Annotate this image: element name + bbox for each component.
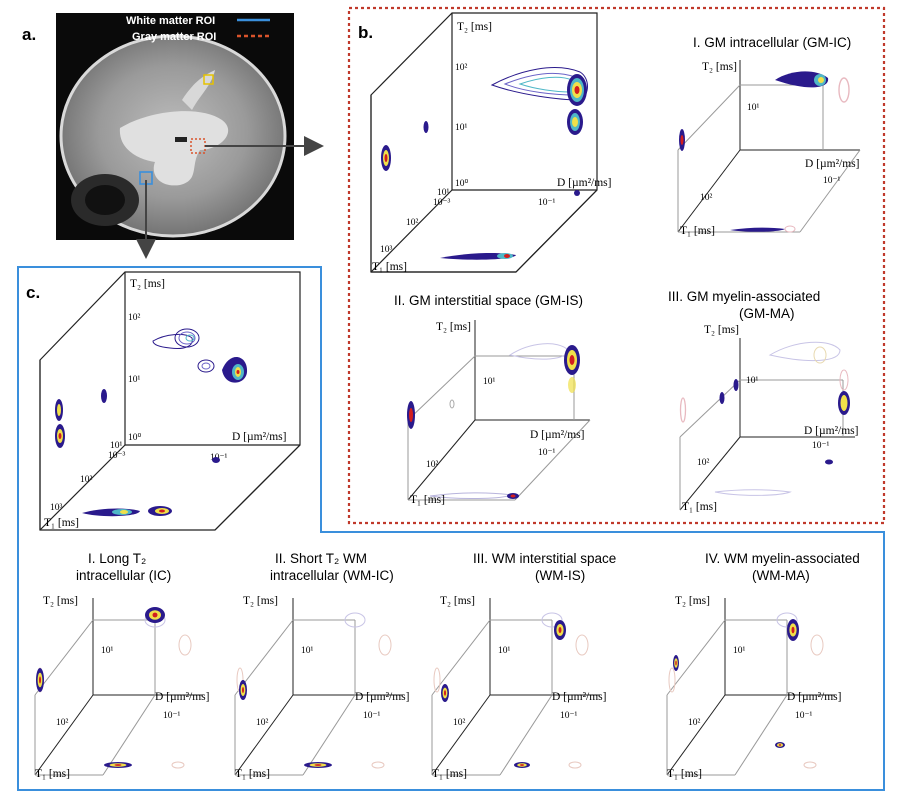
gm-ma-d-label: D [µm²/ms] [804,425,858,437]
wm-ma-tick-t2-1: 10¹ [733,646,746,656]
gm-ma-title-line2: (GM-MA) [739,306,794,321]
wm-wmic-plot [234,598,403,776]
gm-ic-tick-t2-1: 10¹ [747,103,760,113]
wm-is-tick-t2-1: 10¹ [498,646,511,656]
wm-wmic-tick-d-m1: 10⁻¹ [363,711,381,721]
c-main-t2-label: T₂ [ms] [130,278,165,290]
b-main-tick-t1-2: 10² [406,218,419,228]
panel-b-label: b. [358,23,373,42]
wm-is-title-line2: (WM-IS) [535,568,585,583]
c-main-tick-t1-2: 10² [80,475,93,485]
b-main-tick-t1-3: 10³ [380,245,393,255]
c-main-d-label: D [µm²/ms] [232,431,286,443]
gm-ma-tick-t2-1: 10¹ [746,376,759,386]
c-main-contours [55,328,248,517]
wm-ic-t1-label: T₁ [ms] [35,768,70,780]
b-main-tick-t2-2: 10² [455,63,468,73]
wm-ma-t2-label: T₂ [ms] [675,595,710,607]
legend-gray-matter: Gray matter ROI [132,31,216,43]
gm-ma-t1-label: T₁ [ms] [682,501,717,513]
wm-is-plot [431,598,600,776]
wm-wmic-t1-label: T₁ [ms] [235,768,270,780]
c-main-tick-t2-0: 10⁰ [128,432,142,443]
wm-is-t2-label: T₂ [ms] [440,595,475,607]
panel-c-label: c. [26,283,40,302]
gm-ma-t2-label: T₂ [ms] [704,324,739,336]
c-main-t1-label: T₁ [ms] [44,517,79,529]
gm-is-tick-d-m1: 10⁻¹ [538,448,556,458]
b-main-t2-label: T₂ [ms] [457,21,492,33]
gm-ic-t2-label: T₂ [ms] [702,61,737,73]
gm-ma-title-line1: III. GM myelin-associated [668,289,820,304]
wm-ma-tick-t1-2: 10² [688,718,701,728]
b-main-tick-t2-0: 10⁰ [455,178,469,189]
c-main-tick-t1-1: 10¹ [110,441,123,451]
wm-is-tick-d-m1: 10⁻¹ [560,711,578,721]
gm-ic-tick-t1-2: 10² [700,193,713,203]
panel-a-label: a. [22,25,36,44]
wm-ic-tick-t1-2: 10² [56,718,69,728]
wm-is-title-line1: III. WM interstitial space [473,551,616,566]
gm-full-spectrum-cube [370,12,598,273]
legend-white-matter: White matter ROI [126,15,215,27]
gm-is-t1-label: T₁ [ms] [410,494,445,506]
gm-ma-tick-d-m1: 10⁻¹ [812,441,830,451]
mri-image [56,13,294,240]
wm-ma-d-label: D [µm²/ms] [787,691,841,703]
gm-is-d-label: D [µm²/ms] [530,429,584,441]
c-main-tick-t2-1: 10¹ [128,375,141,385]
wm-ic-title-line2: intracellular (IC) [76,568,171,583]
wm-wmic-tick-t1-2: 10² [256,718,269,728]
gm-is-tick-t1-2: 10² [426,460,439,470]
wm-ma-t1-label: T₁ [ms] [667,768,702,780]
wm-ic-t2-label: T₂ [ms] [43,595,78,607]
c-main-tick-d-m3: 10⁻³ [108,451,126,461]
wm-is-d-label: D [µm²/ms] [552,691,606,703]
wm-wmic-t2-label: T₂ [ms] [243,595,278,607]
gm-is-t2-label: T₂ [ms] [436,321,471,333]
wm-is-t1-label: T₁ [ms] [432,768,467,780]
wm-ic-title-line1: I. Long T₂ [88,551,146,566]
yellow-roi-marker [203,74,214,85]
wm-ma-plot [666,598,835,776]
b-main-d-label: D [µm²/ms] [557,177,611,189]
b-main-contours [381,67,588,260]
b-main-tick-t1-1: 10¹ [437,188,450,198]
b-main-t1-label: T₁ [ms] [372,261,407,273]
gm-is-tick-t2-1: 10¹ [483,377,496,387]
gm-ic-title: I. GM intracellular (GM-IC) [693,35,851,50]
wm-ma-title-line2: (WM-MA) [752,568,810,583]
roi-legend: White matter ROI Gray matter ROI [126,15,270,43]
gm-ma-plot [679,338,855,511]
wm-roi-frame [17,266,885,791]
wm-full-spectrum-cube [39,271,301,531]
wm-ma-tick-d-m1: 10⁻¹ [795,711,813,721]
gm-ma-tick-t1-2: 10² [697,458,710,468]
gm-roi-frame [347,6,886,525]
gm-ic-t1-label: T₁ [ms] [680,225,715,237]
wm-ma-title-line1: IV. WM myelin-associated [705,551,860,566]
b-main-tick-d-m3: 10⁻³ [433,198,451,208]
wm-ic-plot [34,598,203,776]
wm-is-tick-t1-2: 10² [453,718,466,728]
wm-ic-tick-t2-1: 10¹ [101,646,114,656]
wm-wmic-tick-t2-1: 10¹ [301,646,314,656]
wm-ic-tick-d-m1: 10⁻¹ [163,711,181,721]
wm-ic-d-label: D [µm²/ms] [155,691,209,703]
gm-is-title: II. GM interstitial space (GM-IS) [394,293,583,308]
gm-ic-tick-d-m1: 10⁻¹ [823,176,841,186]
c-main-tick-t1-3: 10³ [50,503,63,513]
gm-ic-plot [677,60,861,233]
wm-wmic-title-line2: intracellular (WM-IC) [270,568,394,583]
wm-wmic-d-label: D [µm²/ms] [355,691,409,703]
gm-ic-d-label: D [µm²/ms] [805,158,859,170]
gm-is-plot [407,320,591,501]
wm-wmic-title-line1: II. Short T₂ WM [275,551,367,566]
b-main-tick-t2-1: 10¹ [455,123,468,133]
b-main-tick-d-m1: 10⁻¹ [538,198,556,208]
c-main-tick-t2-2: 10² [128,313,141,323]
